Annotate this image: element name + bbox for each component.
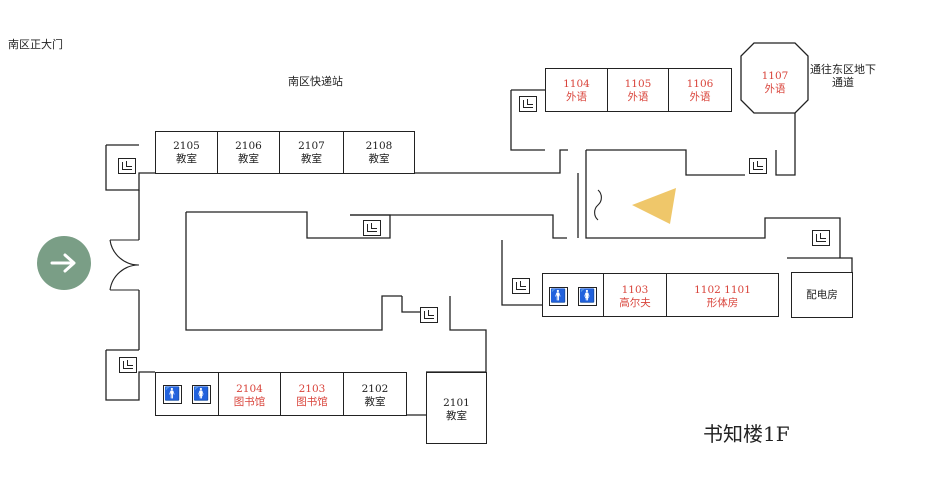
floor-title: 书知楼1F: [703, 422, 790, 446]
stairs-icon: [519, 96, 537, 112]
room-number: 2103: [298, 383, 326, 395]
room-2101[interactable]: 2101 教室: [426, 372, 487, 444]
room-number: 2101: [443, 397, 470, 409]
room-name: 外语: [689, 91, 711, 103]
room-number: 2106: [235, 140, 262, 152]
direction-marker-icon: [632, 188, 676, 224]
stairs-icon: [363, 220, 381, 236]
room-name: 高尔夫: [619, 297, 651, 309]
courier-station-label: 南区快递站: [288, 75, 343, 88]
stairs-icon: [119, 357, 137, 373]
room-1102-1101[interactable]: 1102 1101 形体房: [666, 273, 779, 317]
room-name: 教室: [368, 153, 390, 165]
power-room[interactable]: 配电房: [791, 272, 853, 318]
room-name: 图书馆: [233, 396, 266, 408]
east-passage-label-line2: 通道: [832, 76, 854, 89]
room-1107[interactable]: 1107 外语: [744, 70, 806, 102]
person-icon: 🚹: [163, 385, 182, 404]
room-name: 外语: [566, 91, 587, 103]
stairs-icon: [812, 230, 830, 246]
arrow-right-icon: [50, 253, 76, 273]
room-name: 教室: [301, 153, 322, 165]
room-number: 2102: [361, 383, 389, 395]
restroom-east[interactable]: [542, 273, 604, 317]
south-gate-label: 南区正大门: [8, 38, 63, 51]
room-name: 教室: [176, 153, 197, 165]
room-number: 2104: [236, 383, 263, 395]
room-name: 形体房: [706, 297, 739, 309]
person-icon: 🚺: [578, 287, 597, 306]
room-name: 教室: [364, 396, 386, 408]
stairs-icon: [118, 158, 136, 174]
person-icon: 🚹: [549, 287, 568, 306]
room-1105[interactable]: 1105 外语: [607, 68, 669, 112]
room-2104[interactable]: 2104 图书馆: [218, 372, 281, 416]
room-number: 1105: [624, 78, 652, 90]
room-2105[interactable]: 2105 教室: [155, 131, 218, 174]
room-number: 1104: [563, 78, 590, 90]
room-1103[interactable]: 1103 高尔夫: [603, 273, 667, 317]
room-number: 1103: [621, 284, 649, 296]
room-number: 2107: [298, 140, 325, 152]
room-name: 外语: [764, 83, 786, 95]
room-name: 教室: [446, 410, 467, 422]
east-passage-label-line1: 通往东区地下: [810, 63, 876, 76]
room-name: 图书馆: [296, 396, 328, 408]
entry-arrow-button[interactable]: [37, 236, 91, 290]
room-2107[interactable]: 2107 教室: [279, 131, 344, 174]
room-number: 1107: [761, 70, 789, 82]
room-2103[interactable]: 2103 图书馆: [280, 372, 344, 416]
room-name: 配电房: [806, 289, 838, 301]
room-2108[interactable]: 2108 教室: [343, 131, 415, 174]
stairs-icon: [749, 158, 767, 174]
stairs-icon: [420, 307, 438, 323]
room-number: 1102 1101: [694, 284, 751, 296]
room-2106[interactable]: 2106 教室: [217, 131, 280, 174]
person-icon: 🚺: [192, 385, 211, 404]
room-number: 2105: [173, 140, 200, 152]
room-name: 教室: [238, 153, 259, 165]
room-name: 外语: [627, 91, 649, 103]
stairs-icon: [512, 278, 530, 294]
room-number: 1106: [686, 78, 714, 90]
room-1106[interactable]: 1106 外语: [668, 68, 732, 112]
room-2102[interactable]: 2102 教室: [343, 372, 407, 416]
room-1104[interactable]: 1104 外语: [545, 68, 608, 112]
restroom-west[interactable]: [155, 372, 219, 416]
room-number: 2108: [365, 140, 393, 152]
